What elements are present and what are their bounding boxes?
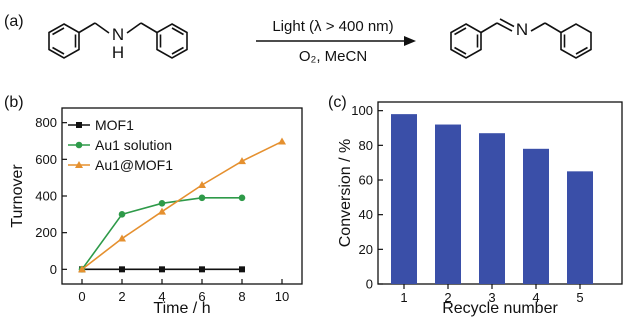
y-tick-label-b: 800 <box>35 115 57 130</box>
series-au1-mof1 <box>78 137 286 273</box>
y-tick-label-c: 40 <box>359 207 373 222</box>
y-tick-label-c: 100 <box>351 103 373 118</box>
legend-label-mof1: MOF1 <box>95 117 134 133</box>
conversion-bar-chart: (c) 0 20 40 60 80 100 1 2 3 4 5 Recycle number Co… <box>328 94 623 317</box>
y-tick-label-b: 200 <box>35 225 57 240</box>
panel-b-label: (b) <box>4 94 24 111</box>
y-tick-label-b: 400 <box>35 189 57 204</box>
data-point-au1-mof1 <box>158 207 166 215</box>
reactant-nitrogen-label: N <box>112 25 124 44</box>
data-point-mof1 <box>119 266 125 273</box>
y-tick-label-c: 80 <box>359 138 373 153</box>
y-axis-ticks-b: 0 200 400 600 800 <box>35 115 67 277</box>
y-tick-label-c: 20 <box>359 242 373 257</box>
y-axis-label-b: Turnover <box>9 164 26 228</box>
condition-reagents: O₂, MeCN <box>299 48 367 65</box>
series-line-au1-mof1 <box>81 140 283 270</box>
x-tick-label-c: 4 <box>532 290 539 305</box>
y-axis-label-c: Conversion / % <box>337 139 354 248</box>
data-point-au1-mof1 <box>238 157 246 165</box>
x-tick-label-b: 0 <box>78 289 85 304</box>
x-axis-ticks-b: 0 2 4 6 8 10 <box>78 279 289 304</box>
reactant-hydrogen-label: H <box>112 43 124 62</box>
data-point-au1-mof1 <box>118 234 126 242</box>
x-tick-label-c: 1 <box>400 290 407 305</box>
x-tick-label-c: 3 <box>488 290 495 305</box>
panel-c-label: (c) <box>328 94 347 111</box>
x-tick-label-b: 8 <box>238 289 245 304</box>
y-axis-ticks-c: 0 20 40 60 80 100 <box>351 103 383 292</box>
condition-light: Light (λ > 400 nm) <box>272 18 393 35</box>
series-mof1 <box>79 266 245 273</box>
data-point-au1-solution <box>238 194 246 202</box>
bar-recycle-3 <box>479 133 505 284</box>
legend-entry-au1-solution: Au1 solution <box>68 137 172 153</box>
data-point-au1-mof1 <box>78 265 86 273</box>
product-nitrogen-label: N <box>516 20 528 39</box>
x-axis-ticks-c: 1 2 3 4 5 <box>400 284 584 305</box>
data-point-au1-mof1 <box>198 181 206 188</box>
legend-swatch-marker-mof1 <box>76 122 82 128</box>
legend-entry-mof1: MOF1 <box>68 117 134 133</box>
y-tick-label-c: 0 <box>366 277 373 292</box>
x-tick-label-c: 5 <box>576 290 583 305</box>
data-point-mof1 <box>159 266 165 273</box>
y-tick-label-b: 0 <box>50 262 57 277</box>
bars-layer <box>391 114 593 285</box>
x-tick-label-c: 2 <box>444 290 451 305</box>
bar-recycle-1 <box>391 114 417 284</box>
panel-a-label: (a) <box>4 13 24 30</box>
x-tick-label-b: 6 <box>198 289 205 304</box>
x-tick-label-b: 2 <box>118 289 125 304</box>
product-structure <box>450 18 592 59</box>
x-tick-label-b: 4 <box>158 289 165 304</box>
series-layer <box>78 137 286 273</box>
data-point-mof1 <box>199 266 205 273</box>
reaction-scheme: (a) N H Light (λ > 400 nm) O₂, MeCN <box>4 13 592 65</box>
data-point-mof1 <box>239 266 245 273</box>
data-point-au1-mof1 <box>278 137 286 145</box>
legend-label-au1-solution: Au1 solution <box>95 137 172 153</box>
y-tick-label-c: 60 <box>359 173 373 188</box>
x-tick-label-b: 10 <box>275 289 289 304</box>
bar-recycle-4 <box>523 148 549 284</box>
reactant-structure <box>48 22 188 59</box>
series-au1-solution <box>78 194 246 273</box>
data-point-au1-solution <box>158 200 166 207</box>
legend-swatch-marker-au1-solution <box>75 141 83 149</box>
x-axis-label-b: Time / h <box>153 300 210 317</box>
data-point-au1-solution <box>118 211 126 218</box>
bar-recycle-5 <box>567 171 593 284</box>
x-axis-label-c: Recycle number <box>442 300 558 317</box>
reaction-arrow <box>256 36 416 46</box>
legend-swatch-marker-au1-mof1 <box>75 161 83 168</box>
bar-recycle-2 <box>435 124 461 285</box>
data-point-au1-solution <box>198 194 206 202</box>
y-tick-label-b: 600 <box>35 152 57 167</box>
legend-entry-au1-mof1: Au1@MOF1 <box>68 157 173 173</box>
legend-label-au1-mof1: Au1@MOF1 <box>95 157 173 173</box>
